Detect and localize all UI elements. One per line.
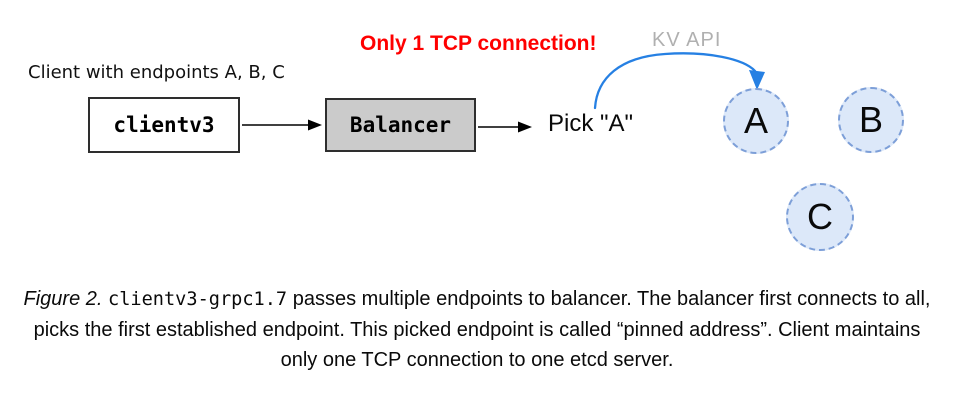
balancer-box-label: Balancer xyxy=(349,113,452,137)
balancer-box: Balancer xyxy=(325,98,476,152)
endpoint-node-a: A xyxy=(723,88,789,154)
caption-code: clientv3-grpc1.7 xyxy=(108,289,288,310)
tcp-connection-note: Only 1 TCP connection! xyxy=(360,32,597,55)
balancer-to-pick-arrow-icon xyxy=(478,121,532,133)
endpoint-node-c: C xyxy=(786,183,854,251)
caption-body: passes multiple endpoints to balancer. T… xyxy=(33,288,931,371)
client-endpoints-label: Client with endpoints A, B, C xyxy=(28,62,285,83)
endpoint-node-b: B xyxy=(838,87,904,153)
pick-a-label: Pick "A" xyxy=(548,110,634,137)
kv-api-label: KV API xyxy=(652,29,722,51)
figure-caption: Figure 2. clientv3-grpc1.7 passes multip… xyxy=(0,284,954,375)
clientv3-box-label: clientv3 xyxy=(113,113,215,137)
endpoint-label: A xyxy=(743,100,768,141)
figure-caption-text: Figure 2. clientv3-grpc1.7 passes multip… xyxy=(21,284,933,375)
caption-figure-label: Figure 2. xyxy=(23,288,103,310)
clientv3-box: clientv3 xyxy=(88,97,240,153)
clientv3-to-balancer-arrow-icon xyxy=(242,119,322,131)
endpoint-label: C xyxy=(807,196,833,237)
endpoint-label: B xyxy=(858,99,883,140)
